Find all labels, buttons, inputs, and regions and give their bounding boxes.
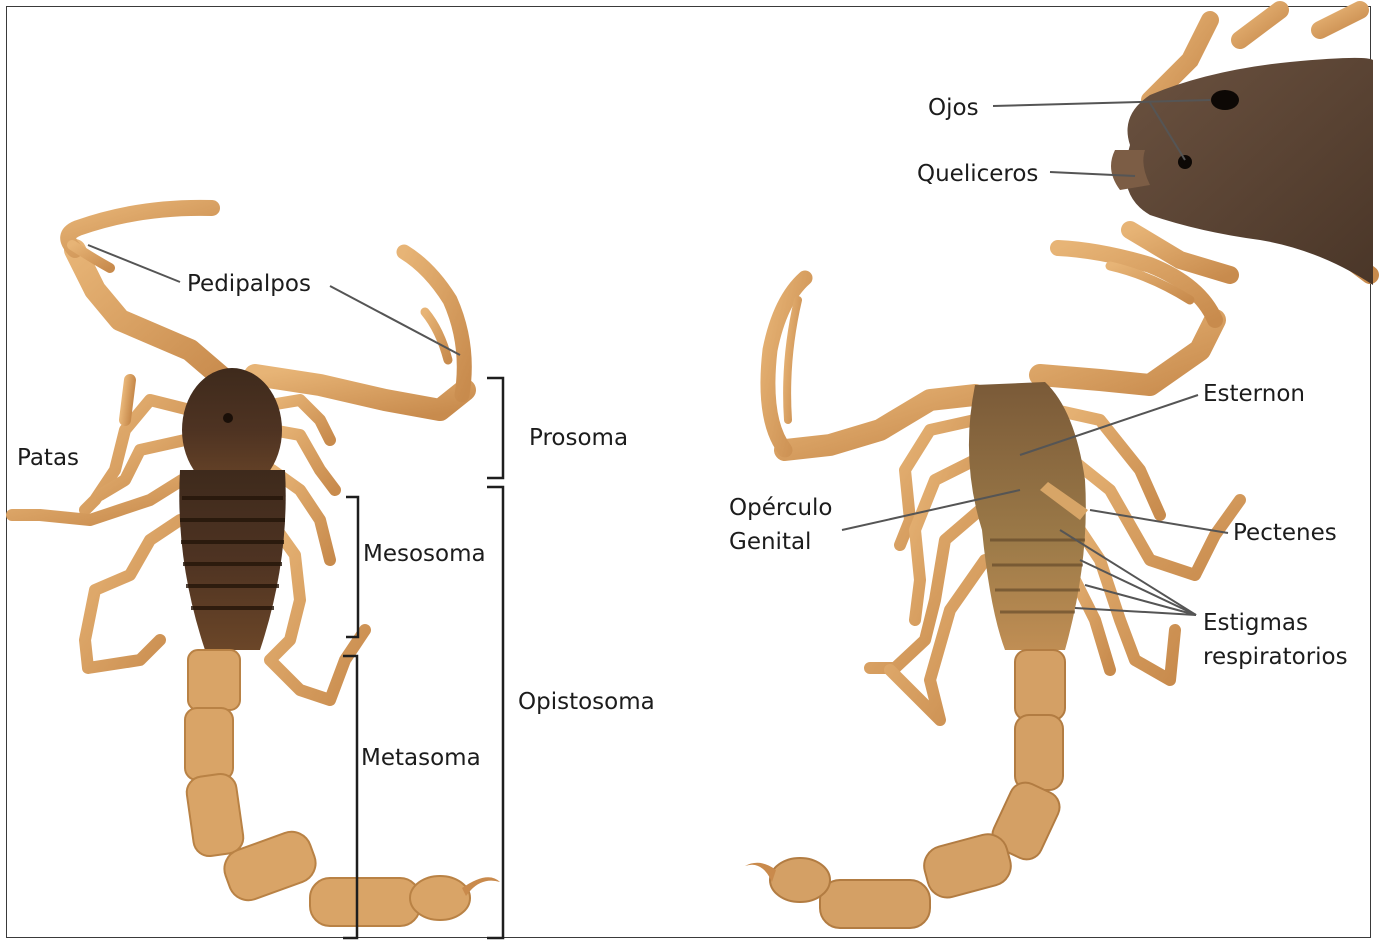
label-mesosoma: Mesosoma [363,540,486,568]
ventral-scorpion [745,248,1240,928]
bracket-opistosoma [487,487,503,938]
median-eyes [1211,90,1239,110]
label-operculo-genital: Opérculo Genital [729,491,833,559]
bracket-mesosoma [346,497,358,637]
label-opistosoma: Opistosoma [518,688,655,716]
brackets [343,378,503,938]
label-esternon: Esternon [1203,380,1305,408]
label-pectenes: Pectenes [1233,519,1337,547]
head-closeup [1111,10,1373,285]
lateral-eye [1178,155,1192,169]
dorsal-stinger [462,877,500,896]
label-ojos: Ojos [928,94,979,122]
label-prosoma: Prosoma [529,424,628,452]
label-queliceros: Queliceros [917,160,1038,188]
label-pedipalpos: Pedipalpos [187,270,311,298]
ventral-stinger [745,863,776,882]
bracket-prosoma [487,378,503,478]
ventral-body [969,382,1086,650]
label-metasoma: Metasoma [361,744,481,772]
label-patas: Patas [17,444,79,472]
label-estigmas-respiratorios: Estigmas respiratorios [1203,606,1348,674]
